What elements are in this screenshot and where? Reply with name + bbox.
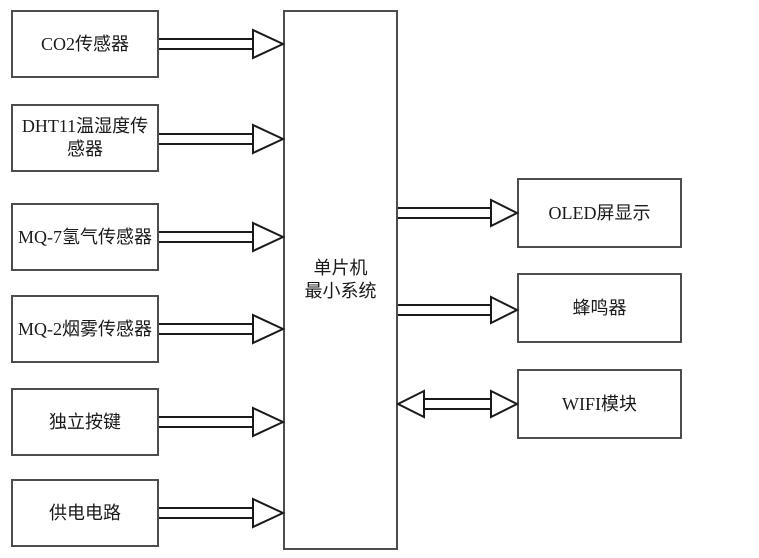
arrow-mcu-to-oled xyxy=(398,198,520,228)
node-wifi-module-label: WIFI模块 xyxy=(562,393,637,414)
node-mcu-label-line1: 单片机 xyxy=(313,258,368,278)
arrow-mcu-to-buzzer xyxy=(398,295,520,325)
node-independent-key-label: 独立按键 xyxy=(49,411,121,432)
arrow-power-to-mcu xyxy=(159,497,286,529)
node-buzzer: 蜂鸣器 xyxy=(517,273,682,343)
node-mcu-label-line2: 最小系统 xyxy=(304,281,377,301)
arrow-key-to-mcu xyxy=(159,406,286,438)
arrow-mq7-to-mcu xyxy=(159,221,286,253)
node-co2-sensor-label: CO2传感器 xyxy=(40,33,129,54)
node-buzzer-label: 蜂鸣器 xyxy=(572,297,627,318)
node-mcu-minimum-system: 单片机 最小系统 xyxy=(283,10,398,550)
node-mq2-sensor-label: MQ-2烟雾传感器 xyxy=(18,318,152,339)
node-co2-sensor: CO2传感器 xyxy=(11,10,159,78)
arrow-co2-to-mcu xyxy=(159,28,286,60)
arrow-dht11-to-mcu xyxy=(159,123,286,155)
node-mq2-sensor: MQ-2烟雾传感器 xyxy=(11,295,159,363)
node-mq7-sensor-label: MQ-7氢气传感器 xyxy=(18,226,152,247)
node-independent-key: 独立按键 xyxy=(11,388,159,456)
node-wifi-module: WIFI模块 xyxy=(517,369,682,439)
node-dht11-sensor-label: DHT11温湿度传感器 xyxy=(21,116,149,159)
node-mq7-sensor: MQ-7氢气传感器 xyxy=(11,203,159,271)
node-oled-display: OLED屏显示 xyxy=(517,178,682,248)
arrow-mcu-wifi-bidirectional xyxy=(395,389,520,419)
node-oled-display-label: OLED屏显示 xyxy=(548,202,651,223)
arrow-mq2-to-mcu xyxy=(159,313,286,345)
node-dht11-sensor: DHT11温湿度传感器 xyxy=(11,104,159,172)
node-power-circuit-label: 供电电路 xyxy=(49,502,121,523)
node-power-circuit: 供电电路 xyxy=(11,479,159,547)
